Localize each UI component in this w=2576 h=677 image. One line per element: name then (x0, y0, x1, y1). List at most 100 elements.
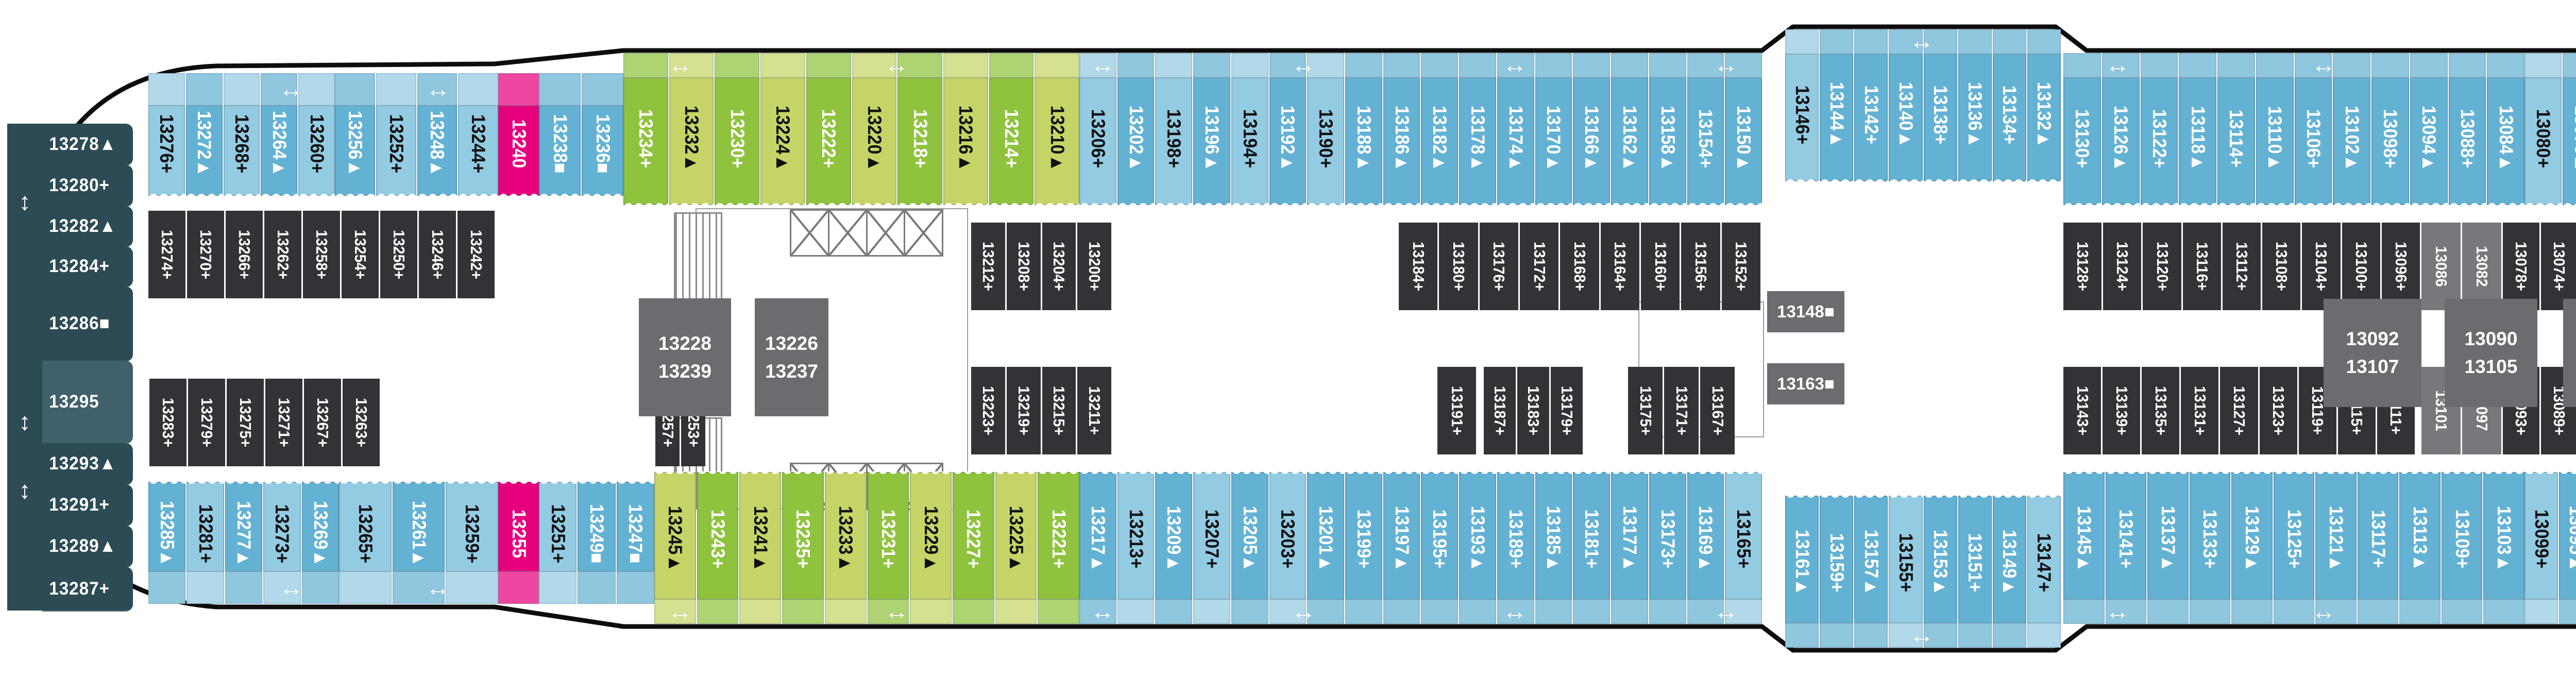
cabin-13201: 13201▲ (1307, 471, 1345, 624)
cabin-13207: 13207+ (1193, 471, 1230, 624)
balcony-strip (739, 599, 782, 624)
cabin-group: 13184+13180+13176+13172+13168+13164+1316… (1399, 223, 1762, 310)
balcony-strip (2179, 53, 2216, 78)
cabin-13130: 13130+ (2063, 53, 2101, 206)
cabin-13224: 13224▲ (760, 53, 805, 206)
balcony-strip (1421, 599, 1459, 624)
cabin-13076: 13076▲ (2563, 53, 2576, 206)
cabin-group: 13146+13144▲13142+13140▲13138+13136▲1313… (1785, 29, 2061, 182)
cabin-number: 13271+ (275, 398, 293, 447)
cabin-13222: 13222+ (806, 53, 851, 206)
cabin-number: 13216▲ (955, 105, 977, 172)
cabin-13225: 13225▲ (995, 471, 1037, 624)
cabin-number: 13244+ (468, 114, 489, 174)
cabin-number: 13171+ (1672, 386, 1691, 435)
cabin-number: 13103▲ (2494, 505, 2515, 572)
cabin-number: 13129▲ (2241, 505, 2263, 572)
cabin-13162: 13162▲ (1611, 53, 1648, 206)
cabin-13212: 13212+ (971, 223, 1005, 310)
cabin-13156: 13156+ (1681, 223, 1720, 310)
cabin-number: 13167+ (1708, 386, 1727, 435)
cabin-group: 13256▲ 13252+ 13248▲ 13244+ (335, 73, 498, 196)
connecting-arrow-icon: ↔ (884, 598, 909, 625)
connecting-arrow-icon: ↔ (1502, 598, 1527, 625)
cabin-13151: 13151+ (1958, 495, 1992, 648)
interior-room-number: 13163■ (1777, 374, 1835, 394)
connecting-arrow-icon: ↔ (668, 598, 692, 625)
cabin-number: 13086 (2432, 246, 2450, 287)
balcony-strip (1992, 622, 2026, 648)
balcony-strip (376, 73, 416, 106)
cabin-number: 13138+ (1930, 85, 1952, 144)
cabin-number: 13259+ (462, 504, 483, 563)
balcony-strip (148, 571, 186, 604)
balcony-strip (1193, 53, 1230, 78)
balcony-strip (989, 53, 1034, 78)
cabin-number: 13205▲ (1239, 505, 1261, 572)
cabin-13258: 13258+ (303, 211, 340, 298)
cabin-number: 13256▲ (344, 110, 366, 177)
connecting-arrow-icon: ↔ (1090, 598, 1115, 625)
connecting-arrow-icon: ↔ (279, 574, 303, 602)
balcony-strip (2102, 53, 2140, 78)
balcony-strip (2027, 29, 2061, 55)
balcony-strip (1889, 622, 1923, 648)
cabin-13103: 13103▲ (2483, 471, 2525, 624)
interior-room-13148: 13148■ (1767, 291, 1844, 332)
connecting-arrow-icon: ↔ (1291, 51, 1316, 79)
balcony-strip (446, 571, 499, 604)
balcony-strip (1923, 622, 1957, 648)
cabin-13096: 13096+ (2381, 223, 2420, 310)
balcony-strip (669, 53, 714, 78)
balcony-strip (2483, 599, 2525, 624)
cabin-13147: 13147+ (2027, 495, 2061, 648)
cabin-13231: 13231+ (867, 471, 909, 624)
cabin-number: 13174▲ (1505, 105, 1527, 172)
connecting-arrow-icon: ↔ (1909, 621, 1934, 649)
balcony-strip (1383, 53, 1420, 78)
cabin-number: 13199+ (1353, 509, 1375, 568)
cabin-number: 13183+ (1524, 386, 1543, 435)
balcony-strip (1269, 599, 1307, 624)
cabin-13150: 13150▲ (1725, 53, 1762, 206)
cabin-number: 13179+ (1558, 386, 1576, 435)
cabin-group: 13206+13202▲13198+13196▲13194+13192▲1319… (1079, 53, 1762, 206)
stern-suite-13295: 13295 (42, 361, 133, 444)
balcony-strip (1459, 599, 1496, 624)
balcony-strip (1035, 53, 1080, 78)
cabin-13211: 13211+ (1077, 367, 1111, 454)
balcony-strip (2559, 599, 2576, 624)
cabin-number: 13149▲ (1999, 529, 2021, 596)
cabin-number: 13252+ (385, 114, 407, 174)
cabin-13136: 13136▲ (1958, 29, 1992, 182)
cabin-number: 13186▲ (1391, 105, 1413, 172)
cabin-13240: 13240 (498, 73, 539, 196)
cabin-number: 13188▲ (1353, 105, 1375, 172)
cabin-number: 13208+ (1014, 242, 1033, 291)
cabin-number: 13104+ (2312, 242, 2331, 291)
cabin-number: 13248▲ (427, 110, 448, 177)
cabin-group: 13255 (498, 481, 539, 604)
cabin-number: 13276+ (156, 114, 178, 174)
cabin-13227: 13227+ (952, 471, 994, 624)
cabin-group: 13145▲13141+13137▲13133+13129▲13125+1312… (2063, 471, 2525, 624)
cabin-13267: 13267+ (304, 379, 341, 466)
cabin-number: 13154+ (1695, 109, 1717, 168)
cabin-13236: 13236■ (582, 73, 623, 196)
cabin-number: 13126▲ (2110, 105, 2132, 172)
cabin-13100: 13100+ (2342, 223, 2380, 310)
cabin-13188: 13188▲ (1345, 53, 1382, 206)
balcony-strip (715, 53, 760, 78)
cabin-13176: 13176+ (1479, 223, 1518, 310)
cabin-number: 13204+ (1050, 242, 1069, 291)
cabin-13184: 13184+ (1399, 223, 1438, 310)
cabin-number: 13281+ (195, 504, 216, 563)
cabin-number: 13180+ (1449, 242, 1468, 291)
cabin-group: 13128+13124+13120+13116+13112+13108+1310… (2063, 223, 2421, 310)
cabin-13250: 13250+ (380, 211, 417, 298)
cabin-13218: 13218+ (897, 53, 942, 206)
balcony-strip (261, 73, 298, 106)
cabin-13249: 13249■ (578, 481, 616, 604)
cabin-number: 13159+ (1826, 533, 1848, 592)
cabin-13122: 13122+ (2140, 53, 2178, 206)
